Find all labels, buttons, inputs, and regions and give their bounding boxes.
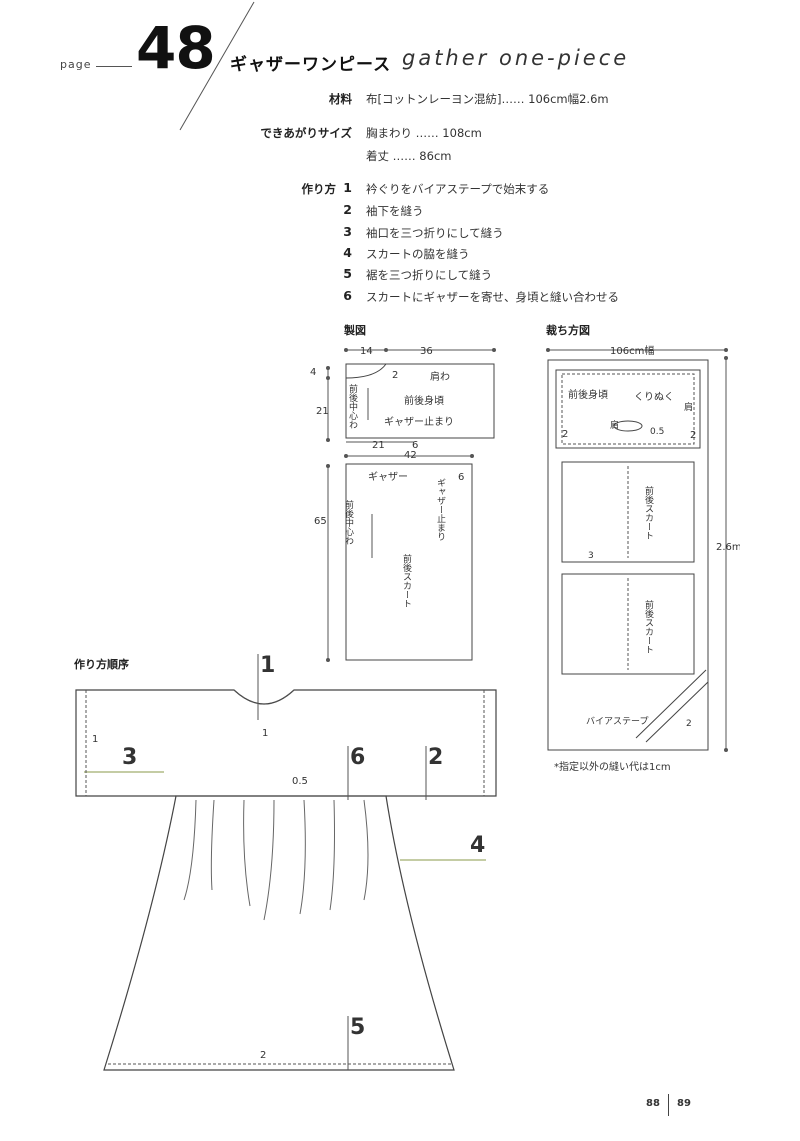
- folio-left: 88: [646, 1098, 660, 1109]
- step-number: 4: [343, 245, 352, 260]
- order-step-4: 4: [470, 833, 485, 858]
- step-text: 衿ぐりをバイアステープで始末する: [366, 182, 550, 196]
- order-small-2-hem: 2: [260, 1050, 266, 1061]
- bodice-label: 前後身頃: [404, 394, 444, 407]
- materials-value: 布[コットンレーヨン混紡]…… 106cm幅2.6m: [366, 92, 609, 106]
- finished-size-length: 着丈 …… 86cm: [366, 149, 452, 163]
- dim-36: 36: [420, 346, 433, 357]
- step-text: 袖口を三つ折りにして縫う: [366, 226, 504, 240]
- length-label: 2.6m: [716, 542, 740, 553]
- dim-65: 65: [314, 516, 327, 527]
- header-diagonal-line: [179, 1, 255, 131]
- order-step-2: 2: [428, 745, 443, 770]
- layout-shoulder-label-2: 肩: [610, 419, 619, 431]
- dim-2: 2: [392, 370, 398, 381]
- layout-dim-2-right: 2: [690, 430, 696, 441]
- step-number: 1: [343, 180, 352, 195]
- dim-21-bottom: 21: [372, 440, 385, 451]
- order-small-1-sleeve: 1: [92, 734, 98, 745]
- layout-title: 裁ち方図: [546, 324, 590, 337]
- gather-label: ギャザー: [368, 471, 408, 483]
- materials-label: 材料: [329, 92, 352, 106]
- layout-bodice-label: 前後身頃: [568, 388, 608, 401]
- page-arrow-line: [96, 66, 132, 67]
- step-text: スカートにギャザーを寄せ、身頃と縫い合わせる: [366, 290, 619, 304]
- cutting-layout-diagram: 106cm幅 2.6m 前後身頃 くりぬく 肩 肩 0.5 2 2 前後スカート…: [546, 344, 740, 752]
- dim-21-left: 21: [316, 406, 329, 417]
- bias-tape-label: バイアステープ: [586, 716, 648, 727]
- pattern-title: 製図: [344, 324, 366, 337]
- dim-4: 4: [310, 367, 316, 378]
- assembly-diagram: 1 1 1 3 6 2 0.5 4 5 2: [75, 653, 497, 1071]
- step-text: 袖下を縫う: [366, 204, 424, 218]
- finished-size-chest: 胸まわり …… 108cm: [366, 126, 482, 140]
- dim-14: 14: [360, 346, 373, 357]
- folio-right: 89: [677, 1098, 691, 1109]
- skirt-center-label: 前後中心わ: [343, 499, 354, 545]
- steps-label: 作り方: [301, 182, 337, 196]
- step-number: 3: [343, 224, 352, 239]
- order-small-1-neck: 1: [262, 728, 268, 739]
- order-title: 作り方順序: [74, 658, 129, 671]
- title-english: gather one-piece: [402, 46, 630, 70]
- shoulder-label: 肩わ: [430, 370, 450, 383]
- order-small-05: 0.5: [292, 776, 308, 787]
- bias-tape-dim-2: 2: [686, 719, 692, 729]
- skirt-gather-stop-label: ギャザー止まり: [435, 478, 446, 541]
- order-step-3: 3: [122, 745, 137, 770]
- fabric-width-label: 106cm幅: [610, 344, 654, 357]
- center-front-back-label: 前後中心わ: [347, 383, 358, 429]
- layout-skirt-2-label: 前後スカート: [643, 599, 654, 654]
- skirt-dim-6: 6: [458, 472, 464, 483]
- page-label: page: [60, 58, 92, 71]
- pattern-diagram: 14 36 4 21 2 肩わ 前後身頃 前後中心わ ギャザー止まり 21 6 …: [310, 346, 496, 662]
- step-number: 6: [343, 288, 352, 303]
- order-step-5: 5: [350, 1015, 365, 1040]
- neckline-label: くりぬく: [634, 391, 674, 403]
- step-text: スカートの脇を縫う: [366, 247, 470, 261]
- folio-divider: [668, 1094, 669, 1116]
- step-number: 2: [343, 202, 352, 217]
- layout-dim-3: 3: [588, 551, 594, 561]
- seam-allowance-note: *指定以外の縫い代は1cm: [554, 762, 671, 773]
- order-step-6: 6: [350, 745, 365, 770]
- layout-dim-05: 0.5: [650, 427, 664, 437]
- gather-stop-label: ギャザー止まり: [384, 416, 454, 428]
- layout-shoulder-label: 肩: [684, 401, 693, 413]
- step-number: 5: [343, 266, 352, 281]
- step-text: 裾を三つ折りにして縫う: [366, 268, 493, 282]
- skirt-label: 前後スカート: [401, 553, 412, 608]
- title-japanese: ギャザーワンピース: [230, 55, 392, 75]
- page-number: 48: [136, 14, 216, 82]
- layout-skirt-1-label: 前後スカート: [643, 485, 654, 540]
- order-step-1: 1: [260, 653, 275, 678]
- dim-42: 42: [404, 450, 417, 461]
- layout-dim-2-left: 2: [562, 429, 568, 440]
- finished-size-label: できあがりサイズ: [260, 126, 352, 140]
- dim-6: 6: [412, 440, 418, 451]
